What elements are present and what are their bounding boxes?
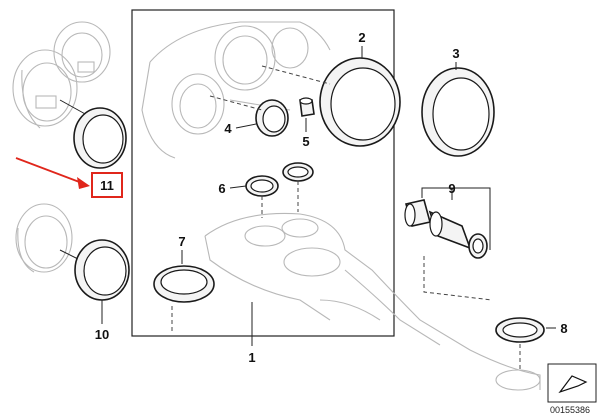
label-7: 7 xyxy=(178,234,185,249)
label-8: 8 xyxy=(560,321,567,336)
leader-line-6 xyxy=(229,185,247,189)
dash-line-9 xyxy=(423,256,493,301)
main-assembly-frame xyxy=(131,9,395,337)
ring-part-4 xyxy=(255,99,289,137)
label-1: 1 xyxy=(248,350,255,365)
label-9: 9 xyxy=(448,181,455,196)
bracket-9 xyxy=(421,187,491,250)
leader-line-4 xyxy=(235,123,257,129)
highlight-arrow-line xyxy=(15,157,83,184)
cap-part-5 xyxy=(299,97,315,117)
ring-part-6 xyxy=(245,162,314,197)
highlight-box-11 xyxy=(91,172,123,198)
dash-line-2 xyxy=(261,65,331,85)
label-5: 5 xyxy=(302,134,309,149)
left-top-cluster-ghost xyxy=(12,21,111,129)
label-6: 6 xyxy=(218,181,225,196)
left-bottom-gauge-ghost xyxy=(15,203,73,273)
label-4: 4 xyxy=(224,121,232,136)
ring-part-7 xyxy=(153,265,215,303)
ring-part-3 xyxy=(421,67,495,157)
highlight-arrow-head xyxy=(77,177,90,189)
ring-part-11 xyxy=(73,107,127,169)
label-11: 11 xyxy=(100,178,114,193)
dashboard-ghost xyxy=(141,21,331,159)
ring-part-2 xyxy=(319,57,401,147)
ring-part-10 xyxy=(74,239,130,301)
label-2: 2 xyxy=(358,30,365,45)
document-number: 00155386 xyxy=(550,405,590,415)
label-3: 3 xyxy=(452,46,459,61)
brand-arrow-icon xyxy=(558,375,588,394)
ring-part-8 xyxy=(495,317,545,343)
label-10: 10 xyxy=(95,327,109,342)
bushing-part-9 xyxy=(404,199,488,259)
dash-line-4 xyxy=(209,95,263,111)
center-console-ghost xyxy=(204,212,541,391)
